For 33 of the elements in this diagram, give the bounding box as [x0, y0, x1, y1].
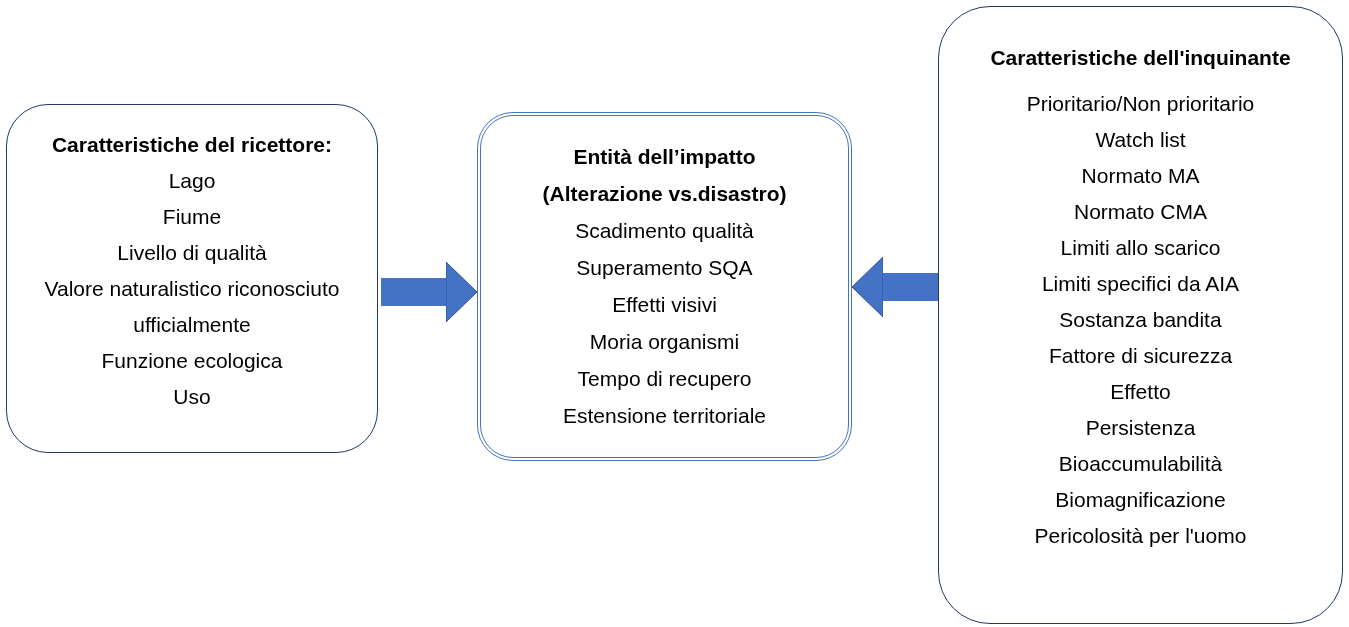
- list-item: Tempo di recupero: [577, 366, 752, 392]
- list-item: Sostanza bandita: [1059, 307, 1222, 333]
- list-item: Uso: [173, 384, 211, 410]
- block-arrow: [381, 261, 478, 323]
- text-box: [6, 104, 378, 453]
- list-item: Fattore di sicurezza: [1048, 343, 1233, 369]
- list-item: Estensione territoriale: [562, 403, 767, 429]
- list-item: Bioaccumulabilità: [1058, 451, 1223, 477]
- list-item: Scadimento qualità: [575, 218, 754, 244]
- list-item: Prioritario/Non prioritario: [1026, 91, 1255, 117]
- list-item: Lago: [168, 168, 216, 194]
- list-item: Funzione ecologica: [101, 348, 283, 374]
- list-item: Biomagnificazione: [1055, 487, 1226, 513]
- block-arrow: [851, 256, 938, 318]
- list-item: Watch list: [1095, 127, 1186, 153]
- text-box: [477, 112, 852, 461]
- list-item: Normato MA: [1081, 163, 1200, 189]
- list-item: Effetto: [1110, 379, 1171, 405]
- box-heading: Caratteristiche del ricettore:: [51, 132, 333, 158]
- box-heading: Entità dell’impatto (Alterazione vs.disastro): [541, 144, 788, 207]
- list-item: Persistenza: [1085, 415, 1196, 441]
- list-item: Pericolosità per l'uomo: [1034, 523, 1247, 549]
- list-item: Effetti visivi: [612, 292, 717, 318]
- text-box: [938, 6, 1343, 624]
- list-item: Fiume: [162, 204, 222, 230]
- list-item: Limiti allo scarico: [1060, 235, 1221, 261]
- list-item: Normato CMA: [1074, 199, 1207, 225]
- list-item: Moria organismi: [589, 329, 740, 355]
- list-item: Valore naturalistico riconosciuto ufficialmente: [43, 276, 341, 338]
- box-heading: Caratteristiche dell'inquinante: [990, 45, 1291, 71]
- list-item: Livello di qualità: [117, 240, 267, 266]
- list-item: Limiti specifici da AIA: [1041, 271, 1240, 297]
- list-item: Superamento SQA: [576, 255, 753, 281]
